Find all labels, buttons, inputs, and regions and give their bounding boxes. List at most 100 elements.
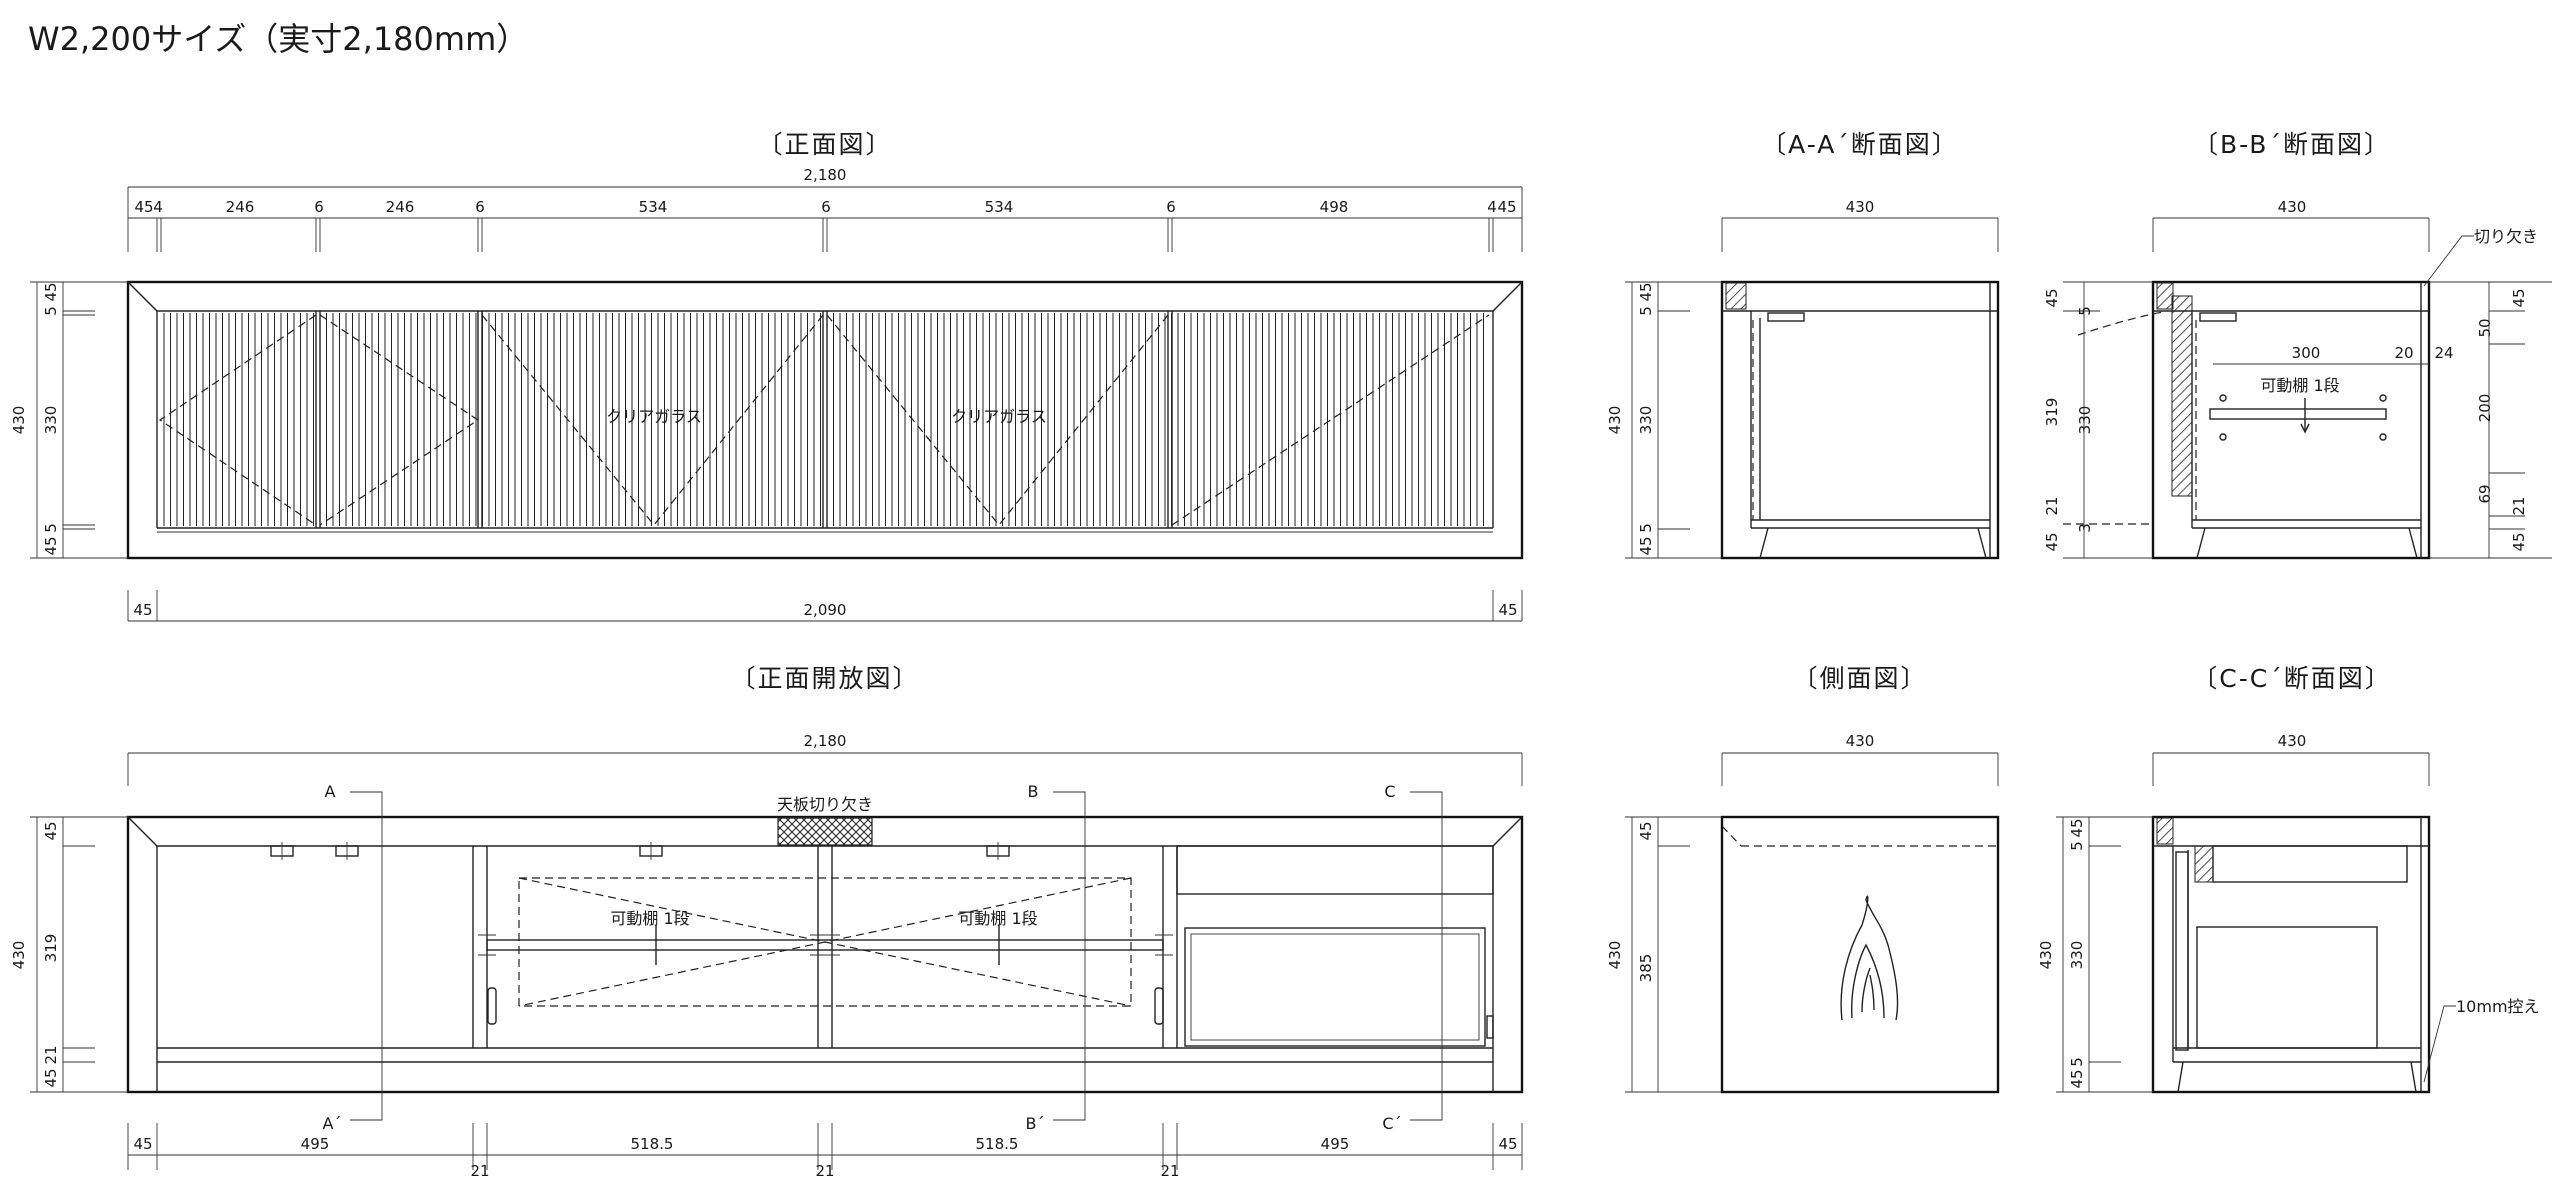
front-dim-12: 45 <box>1497 198 1516 216</box>
aa-left-dim-3: 330 <box>1637 406 1655 435</box>
cc-left-dim-1: 45 <box>2068 818 2086 837</box>
front-left-dim-3: 330 <box>42 406 60 435</box>
aa-left-dim-4: 45 <box>1637 536 1655 555</box>
front-slats <box>163 313 1484 526</box>
front-bottom-dim-3: 45 <box>1498 601 1517 619</box>
front-dim-11: 4 <box>1487 198 1497 216</box>
open-bottom-dim-5: 495 <box>1321 1135 1350 1153</box>
front-dim-6: 534 <box>639 198 668 216</box>
front-dim-4: 246 <box>386 198 415 216</box>
cc-left-dim-total: 430 <box>2037 941 2055 970</box>
front-dim-3: 6 <box>314 198 324 216</box>
front-dim-1: 4 <box>153 198 163 216</box>
bb-right-dim-6: 45 <box>2510 532 2528 551</box>
cc-left-dim-4: 45 <box>2068 1069 2086 1088</box>
open-shelf-label-1: 可動棚 1段 <box>610 909 689 928</box>
open-left-dim-3: 45 <box>42 1068 60 1087</box>
front-dim-9: 6 <box>1166 198 1176 216</box>
front-dim-5: 6 <box>475 198 485 216</box>
aa-left-dim-2: 45 <box>1637 282 1655 301</box>
section-bb-title: 〔B-B´断面図〕 <box>2193 130 2391 159</box>
bb-inner-dim-3: 24 <box>2434 344 2453 362</box>
front-dim-2: 246 <box>226 198 255 216</box>
marker-c: C <box>1384 782 1395 801</box>
page-title: W2,200サイズ（実寸2,180mm） <box>28 20 528 58</box>
section-aa-title: 〔A-A´断面図〕 <box>1761 130 1959 159</box>
section-cc: 〔C-C´断面図〕 430 10mm控え 45 5 430 330 45 5 <box>2037 664 2540 1094</box>
open-left-dim-1: 45 <box>42 821 60 840</box>
marker-a-end: A´ <box>323 1114 342 1133</box>
bb-right-dim-2: 50 <box>2476 318 2494 337</box>
open-sub-dim-1: 21 <box>470 1162 489 1180</box>
side-left-dim-total: 430 <box>1606 941 1624 970</box>
front-left-dim-2: 45 <box>42 282 60 301</box>
open-left-dim-4: 21 <box>42 1045 60 1064</box>
wood-grain-icon <box>1840 895 1899 1021</box>
front-dim-10: 498 <box>1320 198 1349 216</box>
side-width: 430 <box>1846 732 1875 750</box>
front-left-dim-1: 5 <box>42 306 60 316</box>
front-open-total-width: 2,180 <box>804 732 847 750</box>
open-bottom-dim-4: 518.5 <box>976 1135 1019 1153</box>
bb-left-dim-4: 330 <box>2076 406 2094 435</box>
front-view: 〔正面図〕 2,180 45 4 246 6 246 6 534 6 534 6… <box>10 130 1524 622</box>
open-bottom-dim-2: 495 <box>301 1135 330 1153</box>
top-notch-label: 天板切り欠き <box>777 795 873 814</box>
section-aa: 〔A-A´断面図〕 430 430 5 45 330 45 5 <box>1606 130 2000 560</box>
side-view-title: 〔側面図〕 <box>1792 664 1927 693</box>
open-sub-dim-3: 21 <box>1160 1162 1179 1180</box>
front-left-dim-total: 430 <box>10 406 28 435</box>
bb-inner-dim-1: 300 <box>2292 344 2321 362</box>
section-bb: 〔B-B´断面図〕 430 可動棚 1段 300 20 24 切り欠き 45 5… <box>2043 130 2552 560</box>
bb-left-dim-2: 5 <box>2076 306 2094 316</box>
front-bottom-dim-2: 2,090 <box>804 601 847 619</box>
bb-right-dim-3: 200 <box>2476 394 2494 423</box>
bb-right-dim-1: 45 <box>2510 288 2528 307</box>
side-view: 〔側面図〕 430 45 430 385 <box>1606 664 2000 1094</box>
front-open-view: 〔正面開放図〕 2,180 天板切り欠き 可動棚 1段 可動棚 1段 <box>10 664 1524 1180</box>
marker-b-end: B´ <box>1026 1114 1045 1133</box>
front-dim-0: 45 <box>134 198 153 216</box>
cc-left-dim-5: 5 <box>2068 1057 2086 1067</box>
front-glass-label-1: クリアガラス <box>606 407 702 426</box>
cc-recess-label: 10mm控え <box>2456 997 2540 1016</box>
bb-right-dim-4: 69 <box>2476 484 2494 503</box>
aa-left-dim-1: 5 <box>1637 306 1655 316</box>
open-sub-dim-2: 21 <box>815 1162 834 1180</box>
bb-right-dim-5: 21 <box>2510 496 2528 515</box>
front-left-dim-5: 5 <box>42 523 60 533</box>
section-cc-title: 〔C-C´断面図〕 <box>2192 664 2391 693</box>
front-left-dim-4: 45 <box>42 536 60 555</box>
bb-shelf-label: 可動棚 1段 <box>2260 376 2339 395</box>
open-bottom-dim-3: 518.5 <box>631 1135 674 1153</box>
open-bottom-dim-1: 45 <box>133 1135 152 1153</box>
side-left-dim-1: 45 <box>1637 821 1655 840</box>
marker-a: A <box>325 782 336 801</box>
bb-notch-label: 切り欠き <box>2474 227 2538 246</box>
bb-inner-dim-2: 20 <box>2394 344 2413 362</box>
aa-left-dim-total: 430 <box>1606 406 1624 435</box>
front-glass-label-2: クリアガラス <box>951 407 1047 426</box>
marker-c-end: C´ <box>1382 1114 1401 1133</box>
section-markers: A B C A´ B´ C´ <box>323 782 1402 1133</box>
bb-left-dim-1: 45 <box>2043 288 2061 307</box>
open-shelf-label-2: 可動棚 1段 <box>958 909 1037 928</box>
open-left-dim-total: 430 <box>10 941 28 970</box>
front-dim-8: 534 <box>985 198 1014 216</box>
side-left-dim-2: 385 <box>1637 954 1655 983</box>
front-total-width: 2,180 <box>804 166 847 184</box>
front-view-title: 〔正面図〕 <box>757 130 892 159</box>
bb-left-dim-6: 45 <box>2043 532 2061 551</box>
bb-left-dim-5: 21 <box>2043 496 2061 515</box>
front-top-dims: 45 4 246 6 246 6 534 6 534 6 498 4 45 <box>134 198 1516 216</box>
section-bb-width: 430 <box>2278 198 2307 216</box>
section-aa-width: 430 <box>1846 198 1875 216</box>
marker-b: B <box>1028 782 1039 801</box>
cc-left-dim-2: 5 <box>2068 841 2086 851</box>
open-bottom-dim-6: 45 <box>1498 1135 1517 1153</box>
front-bottom-dim-1: 45 <box>133 601 152 619</box>
open-left-dim-2: 319 <box>42 934 60 963</box>
front-dim-7: 6 <box>821 198 831 216</box>
bb-left-dim-3: 319 <box>2043 398 2061 427</box>
